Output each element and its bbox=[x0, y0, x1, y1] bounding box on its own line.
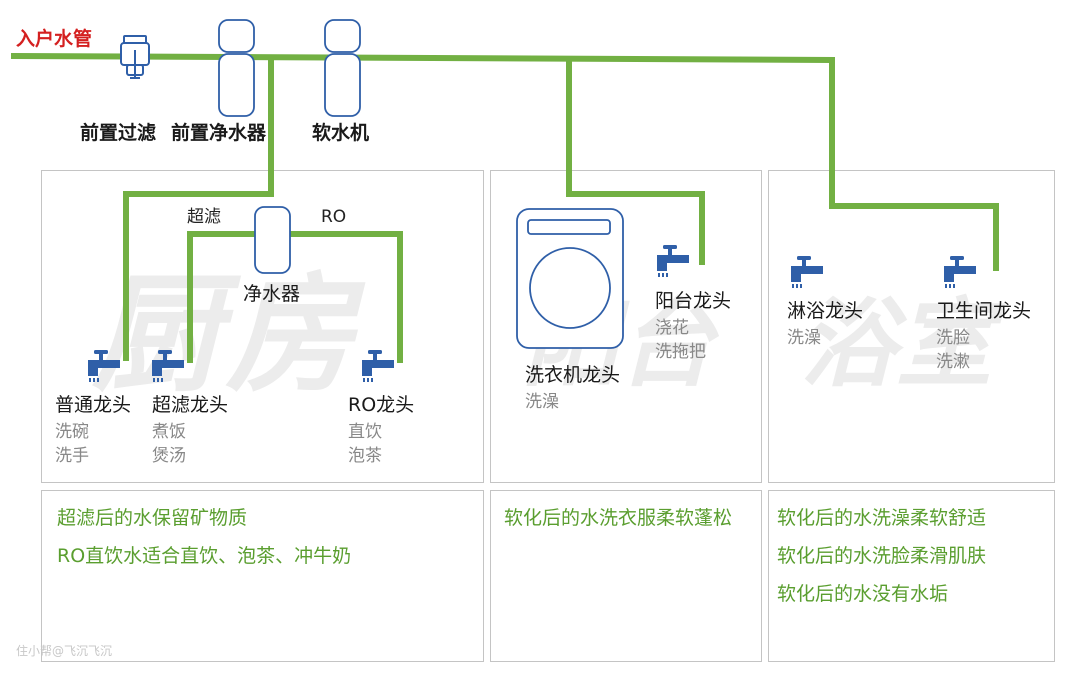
uf-faucet-uses: 煮饭煲汤 bbox=[152, 422, 186, 466]
ro-faucet-uses: 直饮泡茶 bbox=[348, 422, 382, 466]
pre-purifier-label: 前置净水器 bbox=[171, 122, 267, 144]
shower-faucet-name: 淋浴龙头 bbox=[787, 300, 864, 322]
bathroom-panel bbox=[768, 170, 1055, 483]
pre-filter-label: 前置过滤 bbox=[80, 122, 157, 144]
inlet-label: 入户水管 bbox=[16, 28, 93, 50]
balcony-panel bbox=[490, 170, 762, 483]
shower-faucet-uses: 洗澡 bbox=[787, 328, 821, 348]
uf-pipe-label: 超滤 bbox=[187, 207, 221, 227]
plain-faucet-icon bbox=[88, 350, 120, 382]
kitchen-note-2: RO直饮水适合直饮、泡茶、冲牛奶 bbox=[57, 545, 352, 567]
ro-pipe-label: RO bbox=[321, 207, 347, 227]
balcony-faucet-uses: 浇花洗拖把 bbox=[655, 318, 706, 362]
bathroom-watermark: 浴室 bbox=[800, 288, 992, 400]
bathroom-note-2: 软化后的水洗脸柔滑肌肤 bbox=[777, 545, 987, 567]
washer-faucet-uses: 洗澡 bbox=[525, 392, 559, 412]
balcony-notes-panel bbox=[490, 490, 762, 662]
balcony-faucet-icon bbox=[657, 245, 689, 277]
kitchen-watermark: 厨房 bbox=[92, 261, 361, 410]
bathroom-note-1: 软化后的水洗澡柔软舒适 bbox=[777, 507, 987, 529]
kitchen-panel bbox=[41, 170, 484, 483]
uf-faucet-icon bbox=[152, 350, 184, 382]
uf-faucet-name: 超滤龙头 bbox=[152, 394, 229, 416]
kitchen-plain-pipe bbox=[123, 191, 274, 361]
balcony-branch-pipe bbox=[566, 191, 705, 265]
kitchen-note-1: 超滤后的水保留矿物质 bbox=[57, 507, 248, 529]
pre-purifier-icon bbox=[218, 19, 255, 117]
bathroom-notes-panel bbox=[768, 490, 1055, 662]
balcony-note-1: 软化后的水洗衣服柔软蓬松 bbox=[504, 507, 733, 529]
washing-machine-icon bbox=[516, 208, 624, 349]
ro-faucet-name: RO龙头 bbox=[348, 394, 415, 416]
purifier-icon bbox=[254, 206, 291, 274]
plain-faucet-uses: 洗碗洗手 bbox=[55, 422, 89, 466]
balcony-faucet-name: 阳台龙头 bbox=[655, 290, 732, 312]
source-credit: 住小帮@飞沉飞沉 bbox=[16, 644, 113, 658]
bathroom-note-3: 软化后的水没有水垢 bbox=[777, 583, 949, 605]
uf-pipe bbox=[187, 231, 259, 363]
kitchen-notes-panel bbox=[41, 490, 484, 662]
purifier-label: 净水器 bbox=[243, 283, 301, 305]
washer-faucet-name: 洗衣机龙头 bbox=[525, 364, 621, 386]
softener-label: 软水机 bbox=[312, 122, 370, 144]
bathroom-faucet-name: 卫生间龙头 bbox=[936, 300, 1032, 322]
ro-pipe bbox=[287, 231, 403, 363]
bathroom-faucet-icon bbox=[944, 256, 976, 288]
softener-icon bbox=[324, 19, 361, 117]
bathroom-branch-pipe bbox=[829, 203, 999, 271]
main-supply-pipe bbox=[10, 52, 835, 209]
pre-filter-icon bbox=[120, 35, 150, 79]
bathroom-faucet-uses: 洗脸洗漱 bbox=[936, 328, 970, 372]
shower-faucet-icon bbox=[791, 256, 823, 288]
ro-faucet-icon bbox=[362, 350, 394, 382]
plain-faucet-name: 普通龙头 bbox=[55, 394, 132, 416]
